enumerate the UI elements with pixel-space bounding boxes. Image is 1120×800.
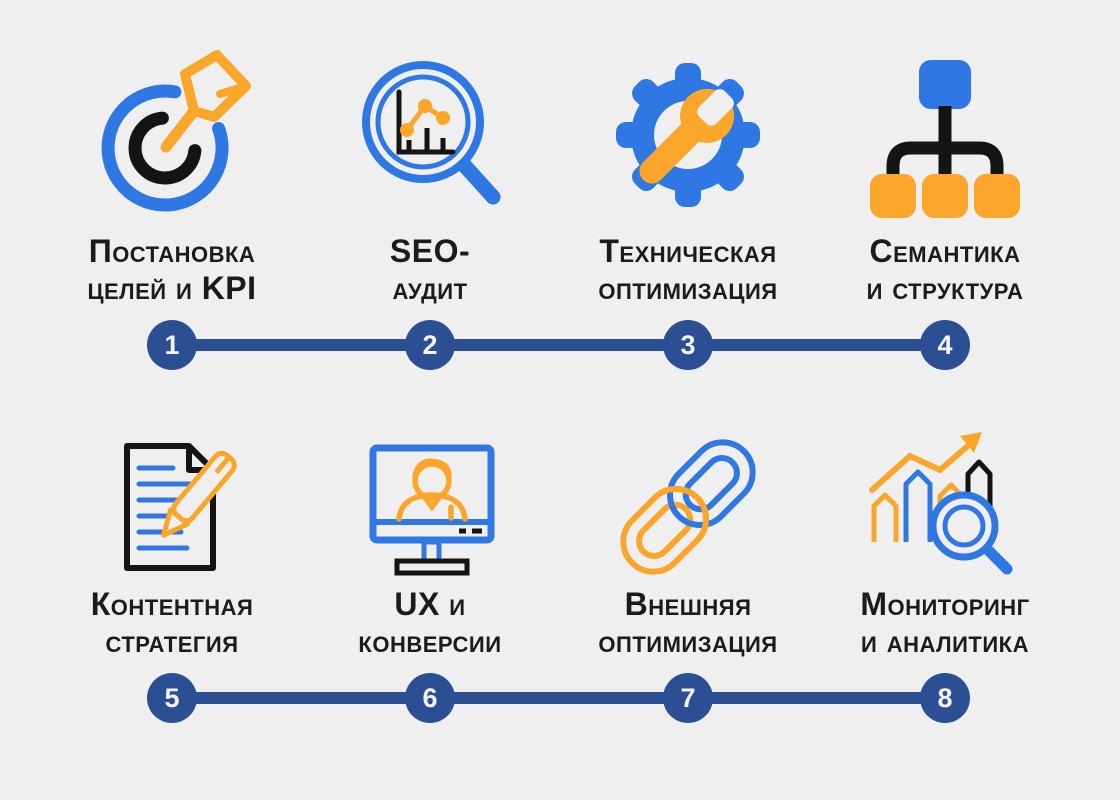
magnifier-chart-icon-svg (362, 61, 501, 205)
step-2-number-badge: 2 (405, 320, 455, 370)
target-arrow-icon-svg (101, 50, 251, 212)
step-1-label-line1: Постановка (88, 233, 256, 269)
step-8-number-badge: 8 (920, 673, 970, 723)
step-4-label: Семантика и структура (816, 233, 1074, 307)
step-1-number-badge: 1 (147, 320, 197, 370)
step-3-label-line2: оптимизация (598, 270, 778, 306)
monitor-user-icon-svg (369, 444, 495, 576)
step-2-number: 2 (422, 329, 438, 360)
step-3-number: 3 (680, 329, 696, 360)
step-3-label: Техническая оптимизация (559, 233, 817, 307)
step-5-number-badge: 5 (147, 673, 197, 723)
step-1-label: Постановка целей и KPI (43, 233, 301, 307)
step-4-number: 4 (937, 329, 953, 360)
step-5-number: 5 (164, 682, 180, 713)
step-5-label-line2: стратегия (105, 623, 239, 659)
timeline-row1-line (172, 339, 945, 351)
step-1-number: 1 (164, 329, 180, 360)
step-7-label-line1: Внешняя (624, 586, 752, 622)
chart-magnifier-icon (860, 422, 1030, 592)
step-8-number: 8 (937, 682, 953, 713)
target-arrow-icon (87, 50, 257, 220)
sitemap-icon (860, 50, 1030, 220)
document-pen-icon-svg (124, 443, 237, 571)
chain-links-icon-svg (620, 439, 756, 575)
step-3-label-line1: Техническая (599, 233, 777, 269)
magnifier-chart-icon (345, 50, 515, 220)
step-1-label-line2: целей и KPI (87, 270, 257, 306)
step-5-label: Контентная стратегия (43, 586, 301, 660)
chain-links-icon (603, 422, 773, 592)
timeline-row2-line (172, 692, 945, 704)
document-pen-icon (87, 422, 257, 592)
step-6-number: 6 (422, 682, 438, 713)
step-2-label-line1: SEO- (389, 233, 471, 269)
step-8-label-line1: Мониторинг (860, 586, 1030, 622)
step-2-label: SEO- аудит (301, 233, 559, 307)
step-5-label-line1: Контентная (90, 586, 254, 622)
step-6-label-line1: UX и (394, 586, 466, 622)
monitor-user-icon (345, 422, 515, 592)
step-4-number-badge: 4 (920, 320, 970, 370)
step-7-label-line2: оптимизация (598, 623, 778, 659)
gear-wrench-icon-svg (616, 63, 760, 207)
step-4-label-line2: и структура (866, 270, 1024, 306)
step-2-label-line2: аудит (392, 270, 468, 306)
step-8-label-line2: и аналитика (861, 623, 1029, 659)
step-7-number-badge: 7 (663, 673, 713, 723)
step-4-label-line1: Семантика (869, 233, 1021, 269)
step-6-label: UX и конверсии (301, 586, 559, 660)
chart-magnifier-icon-svg (869, 432, 1013, 575)
step-3-number-badge: 3 (663, 320, 713, 370)
step-8-label: Мониторинг и аналитика (816, 586, 1074, 660)
step-6-label-line2: конверсии (358, 623, 502, 659)
step-7-number: 7 (680, 682, 696, 713)
step-6-number-badge: 6 (405, 673, 455, 723)
sitemap-icon-svg (870, 60, 1020, 218)
step-7-label: Внешняя оптимизация (559, 586, 817, 660)
gear-wrench-icon (603, 50, 773, 220)
